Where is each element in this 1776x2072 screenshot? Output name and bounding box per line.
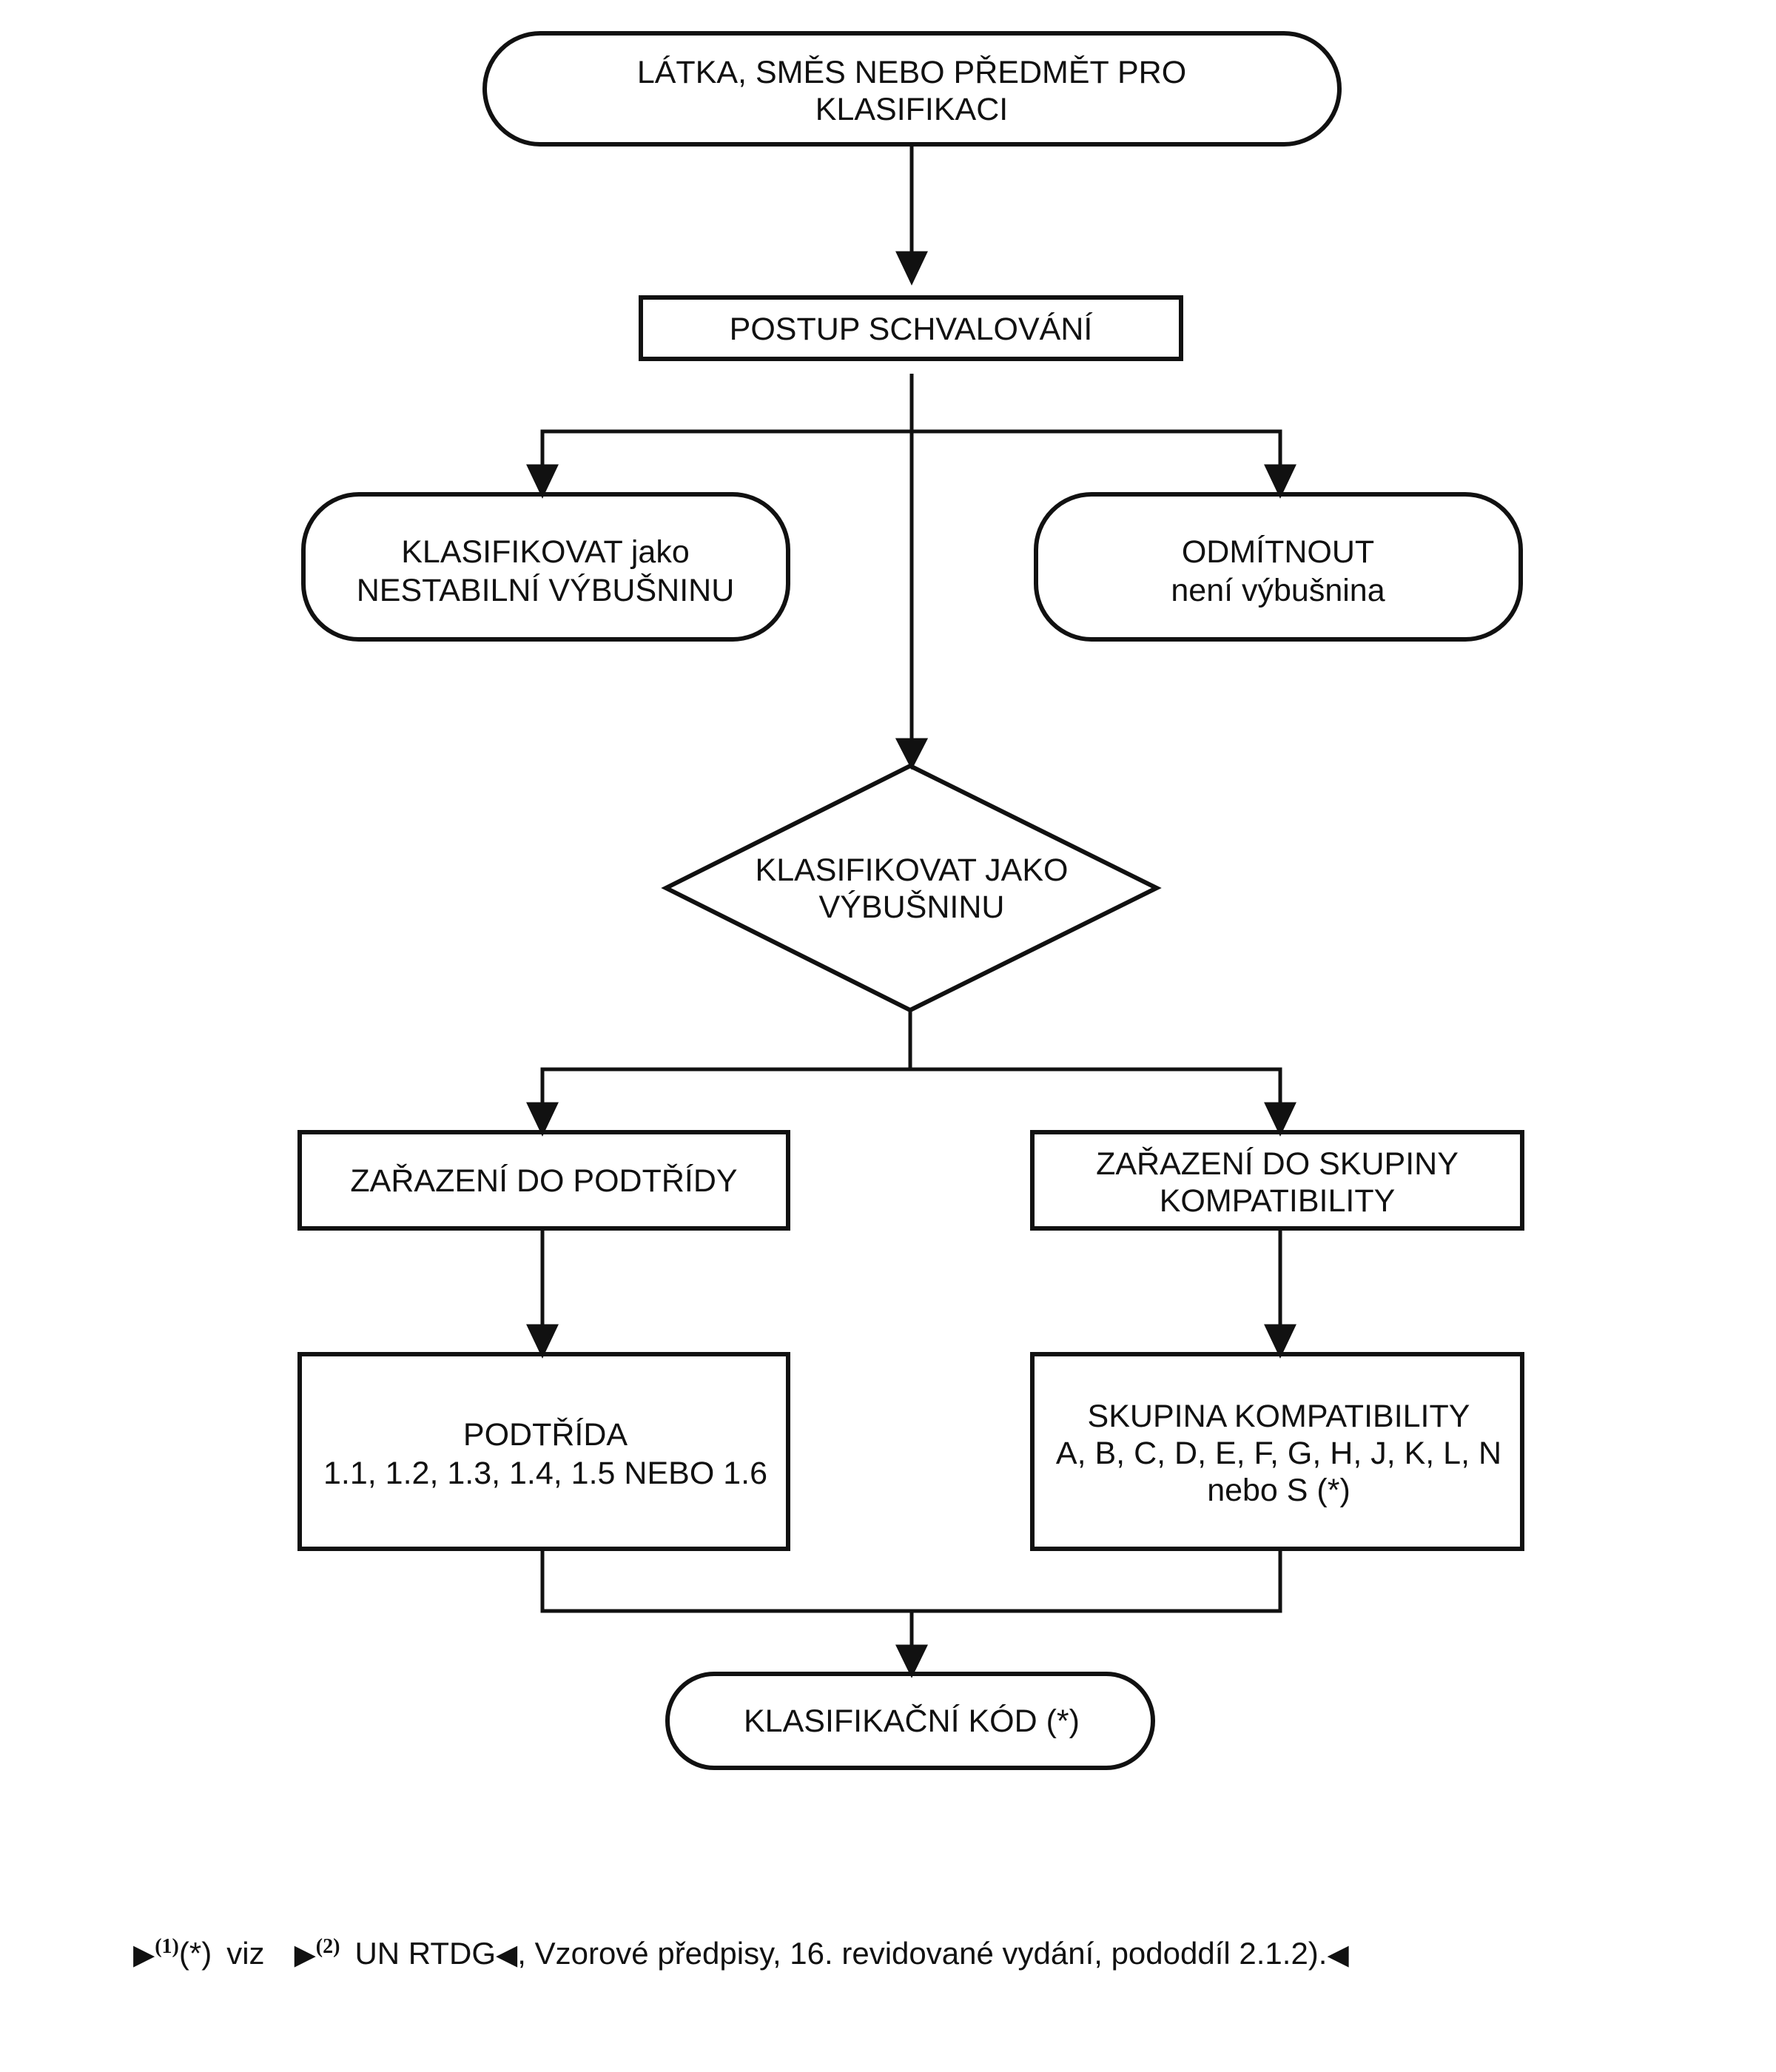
arrowhead-4 — [1264, 464, 1296, 499]
classify-decision — [661, 763, 1162, 1013]
division-assign-label: ZAŘAZENÍ DO PODTŘÍDY — [350, 1163, 737, 1199]
arrowhead-7 — [526, 1324, 559, 1359]
insert-end-marker-icon-2: ◀ — [1327, 1940, 1349, 1971]
group-assign-label-line-2: KOMPATIBILITY — [1160, 1183, 1396, 1219]
connector-approval-branch — [540, 429, 1282, 466]
insert-start-marker-icon: ▶ — [133, 1940, 155, 1971]
group-label-line-2: A, B, C, D, E, F, G, H, J, K, L, N — [1056, 1436, 1501, 1471]
insert-end-marker-icon: ◀ — [496, 1940, 518, 1971]
approval-process-box — [639, 295, 1183, 361]
approval-label: POSTUP SCHVALOVÁNÍ — [730, 312, 1093, 347]
footnote-text: , Vzorové předpisy, 16. revidované vydán… — [517, 1936, 1328, 1971]
footnote-rtdg: UN RTDG — [354, 1936, 497, 1971]
start-label-line-2: KLASIFIKACI — [815, 92, 1008, 127]
group-label-line-1: SKUPINA KOMPATIBILITY — [1088, 1399, 1470, 1434]
arrowhead-9 — [895, 1644, 928, 1678]
reject-label-line-2: není výbušnina — [1171, 573, 1385, 608]
arrowhead-5 — [526, 1102, 559, 1137]
group-assign-label-line-1: ZAŘAZENÍ DO SKUPINY — [1096, 1146, 1459, 1182]
arrowhead-1 — [895, 251, 928, 286]
arrowhead-2 — [895, 738, 929, 770]
footnote-viz: viz — [226, 1936, 265, 1971]
arrowhead-6 — [1264, 1102, 1296, 1137]
footnote-asterisk: (*) — [178, 1936, 212, 1971]
connector-results-join — [540, 1549, 1282, 1613]
reject-label-line-1: ODMÍTNOUT — [1182, 534, 1374, 570]
insert-start-marker-icon-2: ▶ — [294, 1940, 316, 1971]
unstable-terminal — [301, 492, 790, 642]
classify-label-line-1: KLASIFIKOVAT JAKO — [756, 852, 1069, 888]
footnote-ref-2: (2) — [315, 1935, 340, 1958]
footnote: ▶(1)(*)viz▶(2)UN RTDG◀, Vzorové předpisy… — [133, 1935, 1349, 1971]
division-label-line-2: 1.1, 1.2, 1.3, 1.4, 1.5 NEBO 1.6 — [323, 1456, 767, 1491]
connector-decision-branch — [540, 1067, 1282, 1104]
start-label-line-1: LÁTKA, SMĚS NEBO PŘEDMĚT PRO — [637, 55, 1186, 90]
code-label: KLASIFIKAČNÍ KÓD (*) — [744, 1703, 1080, 1739]
group-assign-box — [1030, 1130, 1524, 1231]
classify-label-line-2: VÝBUŠNINU — [819, 889, 1005, 925]
unstable-label-line-1: KLASIFIKOVAT jako — [401, 534, 690, 570]
division-label-line-1: PODTŘÍDA — [463, 1417, 628, 1453]
group-result-box — [1030, 1352, 1524, 1551]
group-label-line-3: nebo S (*) — [1207, 1473, 1350, 1508]
arrowhead-3 — [526, 464, 559, 499]
arrowhead-8 — [1264, 1324, 1296, 1359]
unstable-label-line-2: NESTABILNÍ VÝBUŠNINU — [357, 573, 735, 608]
footnote-ref-1: (1) — [155, 1935, 179, 1958]
